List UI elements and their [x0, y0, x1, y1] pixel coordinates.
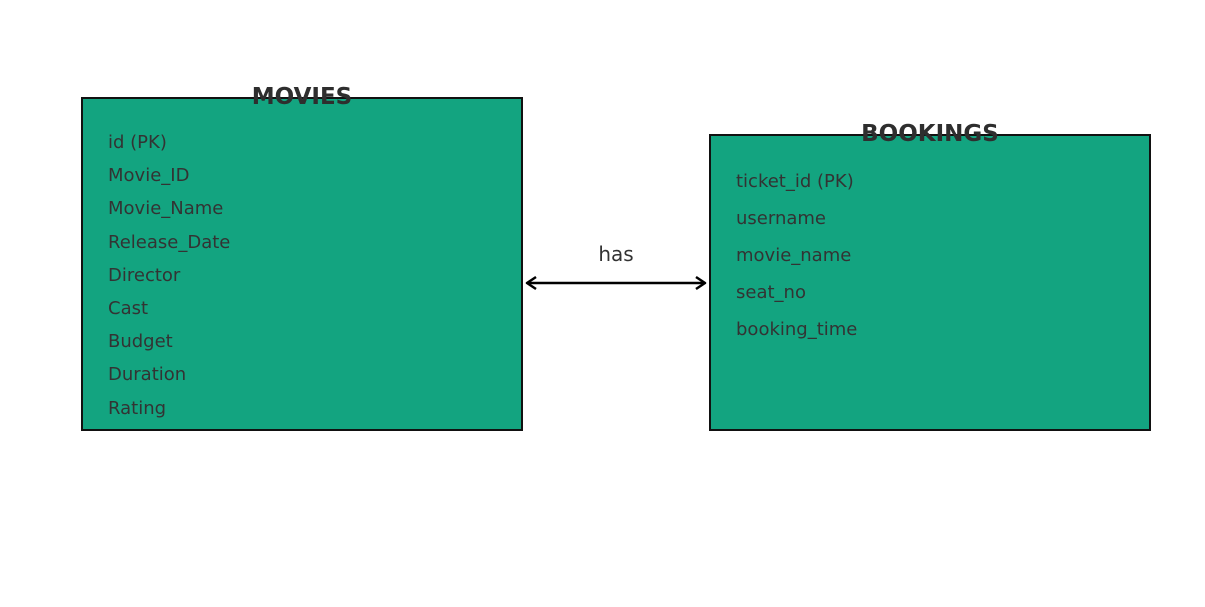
movies-attribute: Rating [108, 397, 167, 419]
movies-attribute-list: id (PK) Movie_ID Movie_Name Release_Date… [108, 126, 230, 425]
relationship-label: has [598, 242, 634, 266]
bookings-attribute: username [736, 208, 826, 229]
movies-attribute: Movie_Name [108, 198, 224, 220]
movies-attribute: Cast [108, 297, 149, 319]
arrow-head-right-icon [695, 275, 707, 291]
bookings-attribute: movie_name [736, 245, 852, 266]
movies-attribute: Release_Date [108, 231, 231, 253]
movies-attribute: Budget [108, 331, 173, 353]
bookings-entity-title: BOOKINGS [861, 121, 999, 147]
movies-entity-box: MOVIES id (PK) Movie_ID Movie_Name Relea… [81, 84, 523, 431]
arrow-head-left-icon [525, 275, 537, 291]
movies-attribute: Duration [108, 364, 187, 386]
movies-entity-title: MOVIES [251, 84, 353, 110]
bookings-attribute-list: ticket_id (PK) username movie_name seat_… [736, 163, 857, 348]
bookings-attribute: ticket_id (PK) [736, 171, 854, 192]
movies-attribute: Director [108, 264, 181, 286]
movies-attribute: id (PK) [108, 132, 167, 153]
bookings-attribute: booking_time [736, 319, 858, 340]
movies-attribute: Movie_ID [108, 165, 190, 187]
bookings-entity-box: BOOKINGS ticket_id (PK) username movie_n… [709, 121, 1151, 431]
bookings-attribute: seat_no [736, 282, 806, 303]
